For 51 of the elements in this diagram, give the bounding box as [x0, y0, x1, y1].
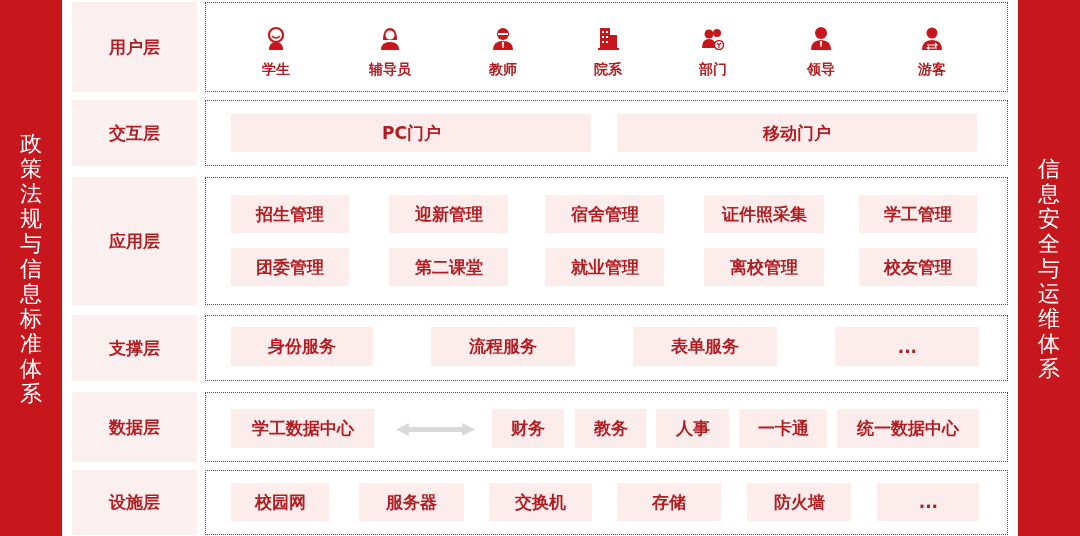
module-box: 校园网: [231, 483, 330, 522]
layer-label: 应用层: [72, 177, 197, 305]
layer-label: 设施层: [72, 470, 197, 535]
layer-panel: [205, 100, 1008, 166]
user-role-label: 领导: [807, 61, 835, 79]
module-box: 交换机: [489, 483, 593, 522]
module-box: 就业管理: [545, 248, 665, 287]
side-band: [1018, 0, 1080, 536]
module-box: 学工管理: [859, 195, 978, 234]
module-box: 身份服务: [231, 327, 374, 367]
double-arrow: [395, 423, 476, 436]
module-box: 财务: [492, 409, 565, 449]
layer-panel: [205, 315, 1008, 381]
module-box: 一卡通: [739, 409, 828, 449]
layer-label: 交互层: [72, 100, 197, 166]
module-box: 证件照采集: [704, 195, 825, 234]
user-role-label: 部门: [699, 61, 727, 79]
module-box: 离校管理: [704, 248, 825, 287]
module-box: 校友管理: [859, 248, 978, 287]
module-box: 表单服务: [633, 327, 778, 367]
module-box: 移动门户: [617, 114, 978, 153]
module-box: PC门户: [231, 114, 592, 153]
module-box: 教务: [575, 409, 647, 449]
module-box: ...: [835, 327, 980, 367]
vertical-title: 信息安全与运维体系: [1037, 155, 1061, 381]
side-band: [0, 0, 62, 536]
module-box: 流程服务: [431, 327, 576, 367]
module-box: 迎新管理: [389, 195, 509, 234]
user-role-label: 院系: [594, 61, 622, 79]
user-role-label: 游客: [918, 61, 946, 79]
module-box: 统一数据中心: [837, 409, 980, 449]
user-role-label: 辅导员: [369, 61, 411, 79]
vertical-title: 政策法规与信息标准体系: [19, 130, 43, 406]
layer-label: 支撑层: [72, 315, 197, 381]
layer-panel: [205, 470, 1008, 535]
module-box: 团委管理: [231, 248, 350, 287]
module-box: 第二课堂: [389, 248, 509, 287]
layer-label: 用户层: [72, 2, 197, 92]
module-box: 招生管理: [231, 195, 350, 234]
user-role-label: 学生: [262, 61, 290, 79]
module-box: 宿舍管理: [545, 195, 665, 234]
layer-panel: [205, 392, 1008, 462]
user-role-label: 教师: [489, 61, 517, 79]
module-box: 学工数据中心: [231, 409, 375, 449]
layer-panel: [205, 177, 1008, 305]
module-box: 人事: [656, 409, 730, 449]
layer-label: 数据层: [72, 392, 197, 462]
module-box: ...: [877, 483, 980, 522]
module-box: 服务器: [359, 483, 465, 522]
module-box: 存储: [617, 483, 722, 522]
module-box: 防火墙: [747, 483, 852, 522]
